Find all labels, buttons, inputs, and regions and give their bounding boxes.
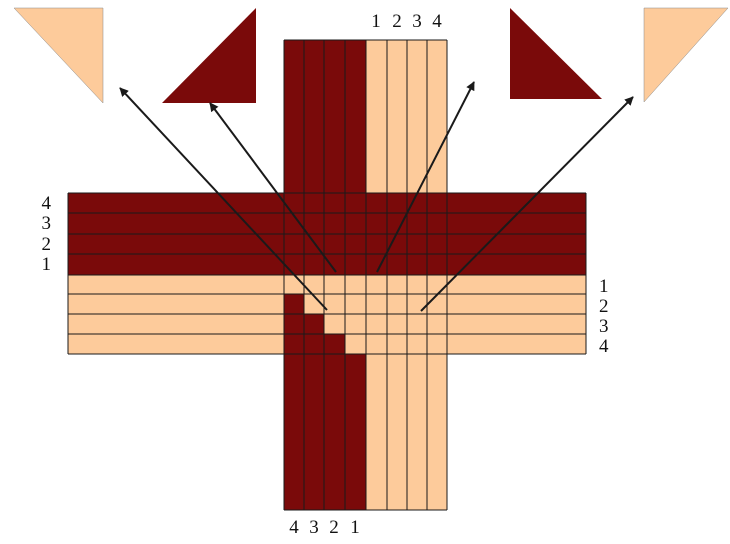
left-label: 2 [42, 234, 52, 255]
top-label: 2 [392, 11, 402, 32]
triangle-dark-right [510, 8, 602, 99]
top-label: 4 [432, 11, 442, 32]
right-strip-labels: 1 2 3 4 [599, 276, 609, 357]
bottom-label: 2 [329, 517, 339, 538]
fold-arrows [119, 81, 634, 312]
strip-divider-lines [67, 39, 587, 511]
arrow-to-far-right-triangle [420, 96, 634, 312]
top-strip-labels: 1 2 3 4 [371, 11, 442, 32]
triangle-dark-left [162, 8, 256, 103]
right-label: 3 [599, 316, 609, 337]
top-label: 1 [371, 11, 381, 32]
bottom-label: 1 [350, 517, 360, 538]
left-label: 4 [42, 193, 52, 214]
right-label: 2 [599, 296, 609, 317]
right-label: 1 [599, 276, 609, 297]
right-label: 4 [599, 336, 609, 357]
top-label: 3 [412, 11, 422, 32]
bottom-strip-labels: 4 3 2 1 [289, 517, 360, 538]
bottom-label: 4 [289, 517, 299, 538]
arrow-to-right-triangle [376, 81, 475, 273]
vertical-light-strips-top [366, 40, 447, 252]
arrow-to-far-left-triangle [119, 87, 328, 311]
left-label: 1 [42, 254, 52, 275]
left-label: 3 [42, 213, 52, 234]
triangle-light-far-left [13, 7, 104, 104]
triangle-light-far-right [643, 7, 729, 103]
arrow-to-left-triangle [209, 102, 337, 273]
left-strip-labels: 4 3 2 1 [42, 193, 52, 275]
bottom-label: 3 [309, 517, 319, 538]
